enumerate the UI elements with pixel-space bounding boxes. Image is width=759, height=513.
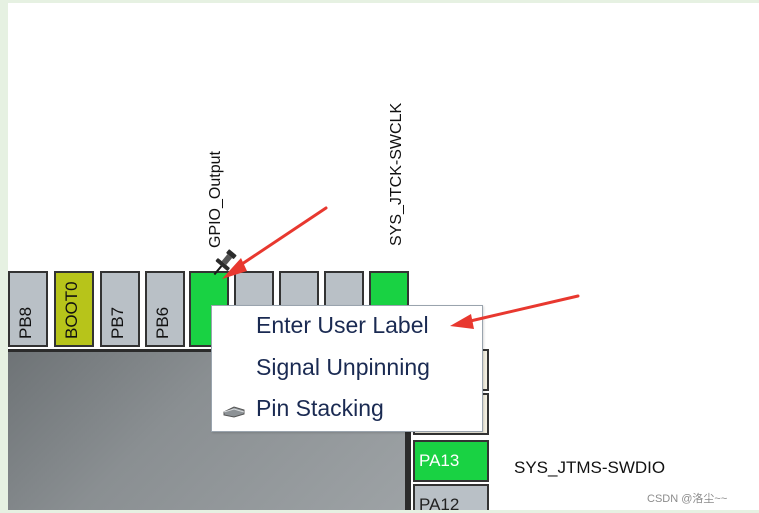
pin-pb7[interactable]: PB7 bbox=[100, 271, 140, 347]
signal-label-swclk: SYS_JTCK-SWCLK bbox=[388, 102, 405, 246]
pin-label: PB8 bbox=[16, 306, 35, 339]
pin-context-menu: Enter User Label Signal Unpinning Pin St… bbox=[211, 305, 483, 432]
pin-pb8[interactable]: PB8 bbox=[8, 271, 48, 347]
pin-boot0[interactable]: BOOT0 bbox=[54, 271, 94, 347]
pin-label: PB7 bbox=[108, 306, 127, 339]
watermark: CSDN @洛尘~~ bbox=[647, 493, 728, 505]
pin-stack-icon bbox=[223, 406, 245, 418]
menu-item-pin-stacking[interactable]: Pin Stacking bbox=[256, 395, 384, 421]
menu-item-signal-unpinning[interactable]: Signal Unpinning bbox=[256, 354, 430, 380]
pin-pa13[interactable]: PA13 bbox=[413, 440, 489, 482]
pin-pa12[interactable]: PA12 bbox=[413, 484, 489, 513]
menu-item-enter-user-label[interactable]: Enter User Label bbox=[256, 312, 429, 338]
pin-pb6[interactable]: PB6 bbox=[145, 271, 185, 347]
pushpin-cursor-icon bbox=[213, 249, 237, 276]
pin-label: PB6 bbox=[153, 306, 172, 339]
signal-label-gpio-output: GPIO_Output bbox=[207, 151, 224, 248]
pin-label: PA13 bbox=[419, 451, 460, 470]
pin-label: BOOT0 bbox=[62, 281, 81, 339]
signal-label-swdio: SYS_JTMS-SWDIO bbox=[514, 458, 666, 477]
pin-label: PA12 bbox=[419, 495, 460, 513]
